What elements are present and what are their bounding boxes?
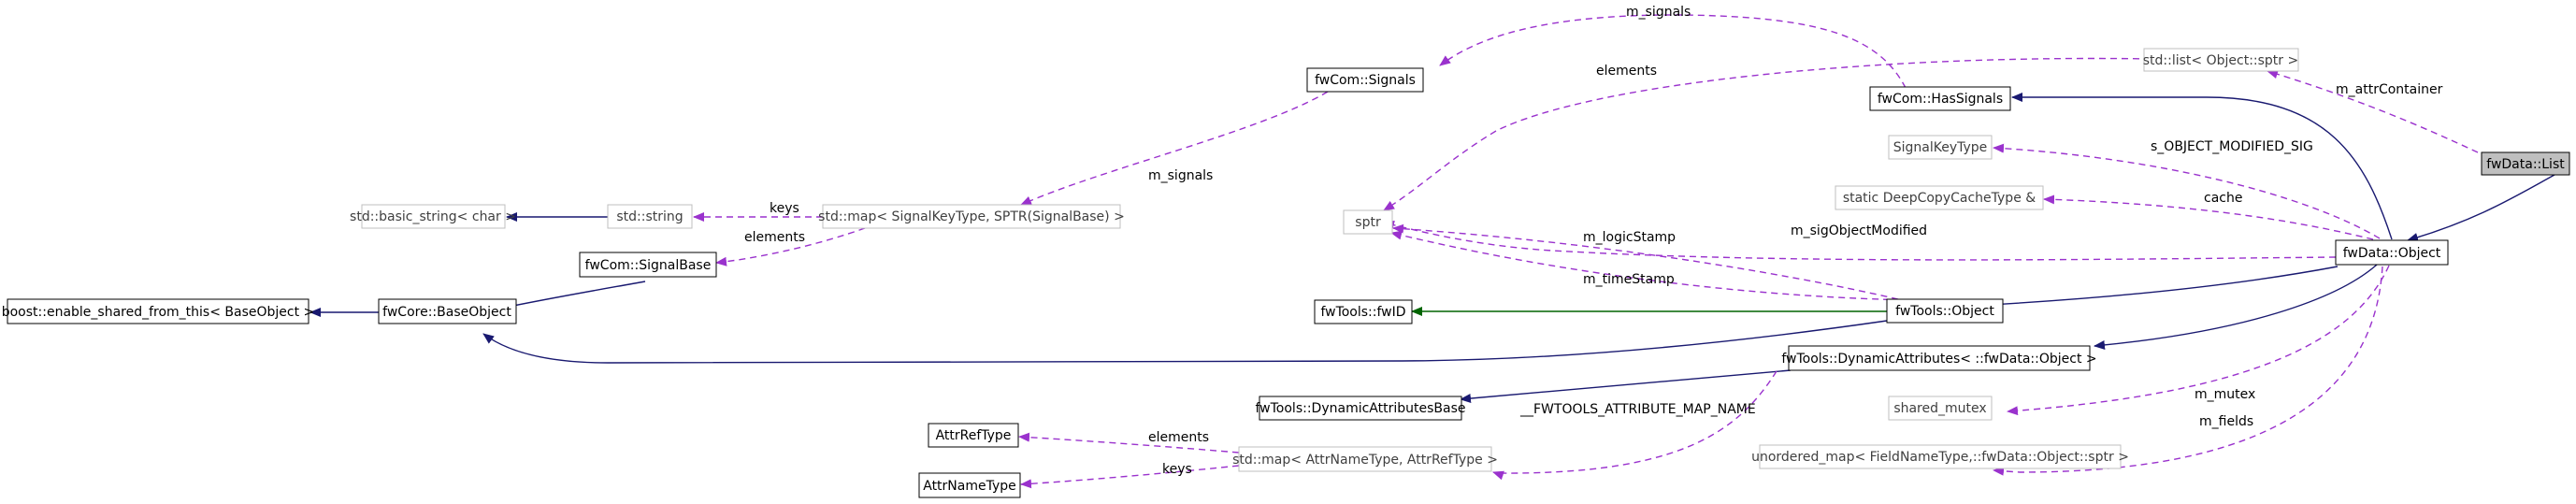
edge-signals-to-map: [1020, 91, 1329, 206]
node-std-basic-string[interactable]: std::basic_string< char >: [350, 204, 516, 229]
node-std-list-object-sptr[interactable]: std::list< Object::sptr >: [2143, 48, 2299, 72]
edge-object-to-fwtools-object: [1953, 266, 2339, 311]
node-fwtools-dynamic-attributes-label: fwTools::DynamicAttributes< ::fwData::Ob…: [1781, 352, 2096, 367]
node-fwtools-dynamic-attributes[interactable]: fwTools::DynamicAttributes< ::fwData::Ob…: [1781, 345, 2097, 371]
edge-fwtools-object-to-baseobject: [482, 320, 1888, 364]
node-std-map-attrname[interactable]: std::map< AttrNameType, AttrRefType >: [1232, 446, 1498, 472]
node-fwcom-signalbase[interactable]: fwCom::SignalBase: [579, 252, 717, 278]
node-static-deepcopy-cache[interactable]: static DeepCopyCacheType &: [1835, 185, 2044, 210]
node-fwcom-signals-label: fwCom::Signals: [1315, 73, 1416, 88]
label-elements-attr: elements: [1148, 430, 1209, 445]
edge-attr-map-to-ref-type: [1018, 432, 1240, 454]
edge-object-to-signal-key-type: [1993, 143, 2381, 239]
edge-fwtools-object-logic-stamp: [1392, 223, 1899, 300]
edge-object-to-unordered-map: [1993, 266, 2383, 476]
node-signal-key-type[interactable]: SignalKeyType: [1888, 135, 1993, 160]
node-attr-ref-type[interactable]: AttrRefType: [928, 423, 1019, 448]
edge-attr-map-to-name-type: [1020, 465, 1240, 489]
label-elements-signals: elements: [1596, 64, 1657, 79]
label-keys-signal: keys: [770, 201, 799, 216]
node-fwcom-hassignals-label: fwCom::HasSignals: [1878, 92, 2003, 107]
label-fwtools-attribute-map-name: __FWTOOLS_ATTRIBUTE_MAP_NAME: [1519, 402, 1756, 417]
edge-dynamic-attributes-to-base: [1460, 369, 1792, 404]
edge-list-to-object: [2407, 174, 2555, 242]
node-fwdata-object-label: fwData::Object: [2343, 246, 2441, 261]
label-cache: cache: [2204, 191, 2242, 206]
node-fwtools-object-label: fwTools::Object: [1895, 304, 1994, 319]
edge-fwtools-object-time-stamp: [1390, 230, 1913, 301]
label-m-mutex: m_mutex: [2195, 387, 2255, 402]
label-m-logic-stamp: m_logicStamp: [1583, 230, 1676, 245]
node-signal-key-type-label: SignalKeyType: [1893, 140, 1988, 155]
edge-list-to-std-list: [2267, 69, 2479, 153]
node-std-string[interactable]: std::string: [607, 204, 693, 229]
node-attr-name-type[interactable]: AttrNameType: [918, 472, 1021, 498]
node-fwtools-fwid-label: fwTools::fwID: [1320, 305, 1405, 320]
node-attr-ref-type-label: AttrRefType: [936, 428, 1012, 443]
node-std-list-object-sptr-label: std::list< Object::sptr >: [2143, 53, 2298, 68]
node-attr-name-type-label: AttrNameType: [923, 479, 1016, 494]
node-sptr-label: sptr: [1355, 215, 1381, 230]
node-fwtools-object[interactable]: fwTools::Object: [1886, 298, 2004, 324]
node-sptr[interactable]: sptr: [1343, 209, 1393, 235]
node-shared-mutex[interactable]: shared_mutex: [1888, 396, 1993, 421]
label-m-sig-object-modified: m_sigObjectModified: [1791, 223, 1927, 238]
node-fwtools-dynamic-attributes-base-label: fwTools::DynamicAttributesBase: [1256, 401, 1466, 416]
edge-object-to-dynamic-attributes: [2094, 264, 2378, 350]
edge-map-to-signalbase: [715, 227, 866, 266]
label-m-fields: m_fields: [2199, 414, 2253, 429]
node-std-basic-string-label: std::basic_string< char >: [350, 209, 516, 224]
edge-dynamic-attributes-to-attr-map: [1492, 370, 1777, 481]
node-fwcore-baseobject[interactable]: fwCore::BaseObject: [378, 298, 517, 324]
node-std-string-label: std::string: [616, 209, 683, 224]
edge-object-to-deepcopy-cache: [2043, 194, 2374, 240]
node-fwdata-object[interactable]: fwData::Object: [2335, 239, 2449, 266]
edge-object-to-hassignals: [2011, 93, 2393, 240]
node-fwdata-list-label: fwData::List: [2486, 157, 2565, 172]
label-m-attr-container: m_attrContainer: [2336, 82, 2443, 97]
node-static-deepcopy-cache-label: static DeepCopyCacheType &: [1843, 191, 2036, 206]
node-boost-enable-shared[interactable]: boost::enable_shared_from_this< BaseObje…: [2, 298, 315, 324]
node-fwtools-fwid[interactable]: fwTools::fwID: [1314, 299, 1413, 324]
label-elements-signalbase: elements: [744, 230, 805, 245]
node-fwcom-signalbase-label: fwCom::SignalBase: [585, 258, 712, 273]
node-fwdata-list[interactable]: fwData::List: [2481, 151, 2570, 176]
label-s-object-modified-sig: s_OBJECT_MODIFIED_SIG: [2151, 139, 2313, 154]
label-m-signals-top: m_signals: [1626, 5, 1691, 20]
edge-object-to-sptr: [1383, 220, 2337, 261]
node-std-map-signalkey-label: std::map< SignalKeyType, SPTR(SignalBase…: [818, 209, 1125, 224]
node-unordered-map-fieldname-label: unordered_map< FieldNameType,::fwData::O…: [1751, 450, 2129, 465]
label-m-signals-map: m_signals: [1148, 168, 1213, 183]
node-shared-mutex-label: shared_mutex: [1893, 401, 1986, 416]
node-fwcom-hassignals[interactable]: fwCom::HasSignals: [1869, 86, 2011, 111]
label-m-time-stamp: m_timeStamp: [1583, 272, 1675, 287]
edge-object-to-shared-mutex: [2007, 265, 2390, 416]
node-fwtools-dynamic-attributes-base[interactable]: fwTools::DynamicAttributesBase: [1256, 396, 1466, 421]
edge-std-list-to-sptr: [1383, 57, 2151, 211]
node-fwcore-baseobject-label: fwCore::BaseObject: [382, 305, 511, 320]
edge-hassignals-to-signals: [1439, 14, 1907, 89]
node-fwcom-signals[interactable]: fwCom::Signals: [1306, 67, 1424, 93]
node-std-map-attrname-label: std::map< AttrNameType, AttrRefType >: [1232, 453, 1498, 468]
label-keys-attr: keys: [1162, 462, 1192, 477]
node-std-map-signalkey[interactable]: std::map< SignalKeyType, SPTR(SignalBase…: [818, 204, 1125, 229]
node-unordered-map-fieldname[interactable]: unordered_map< FieldNameType,::fwData::O…: [1751, 444, 2129, 469]
node-boost-enable-shared-label: boost::enable_shared_from_this< BaseObje…: [2, 305, 315, 320]
